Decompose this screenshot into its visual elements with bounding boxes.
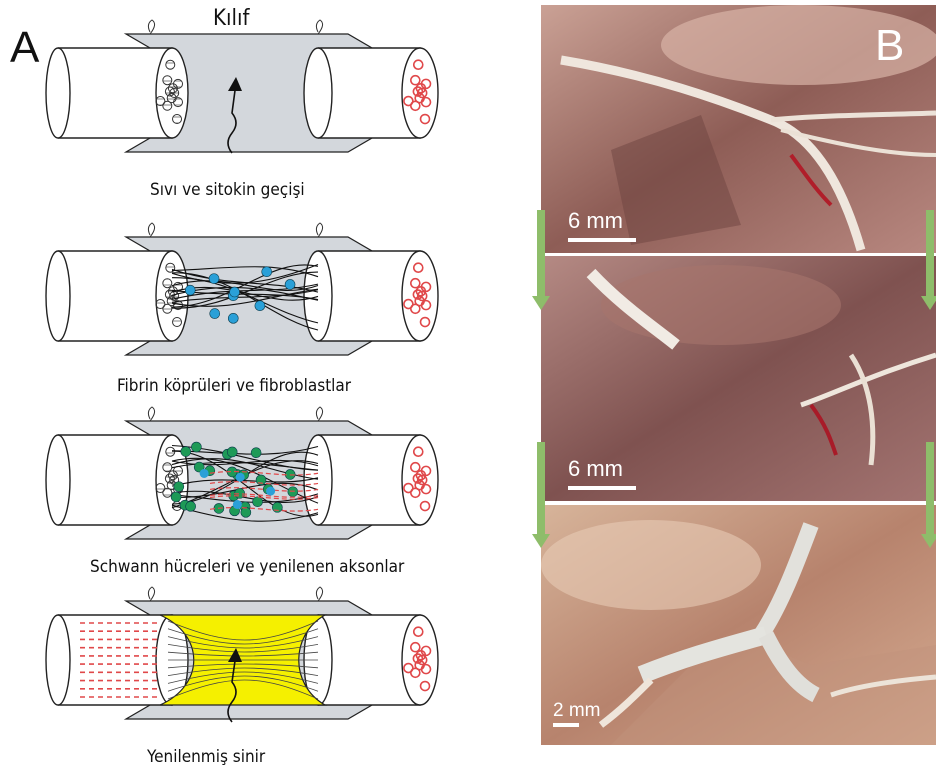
left-stump — [58, 251, 172, 341]
scalebar-2-bar — [568, 486, 636, 490]
schwann-cell — [241, 507, 251, 517]
gray-fascicle — [156, 97, 165, 106]
suture — [148, 223, 154, 237]
schwann-cell — [191, 442, 201, 452]
fibroblast-cell — [200, 469, 209, 478]
gray-fascicle — [174, 466, 183, 475]
gray-fascicle — [173, 115, 182, 124]
suture — [148, 20, 154, 34]
suture — [316, 587, 322, 601]
suture — [316, 223, 322, 237]
left-stump-end — [46, 435, 70, 525]
stage-3-caption: Schwann hücreleri ve yenilenen aksonlar — [90, 557, 404, 577]
schwann-cell — [186, 501, 196, 511]
fibroblast-cell — [209, 274, 219, 284]
fibroblast-cell — [210, 309, 220, 319]
fibroblast-cell — [228, 313, 238, 323]
panel-b-label: B — [875, 24, 904, 68]
tube-stage-3 — [46, 407, 438, 539]
tube-stage-1 — [46, 20, 438, 153]
fibroblast-cell — [185, 285, 195, 295]
scalebar-1-bar — [568, 238, 636, 242]
right-stump-inner — [304, 48, 332, 138]
left-stump-end — [46, 251, 70, 341]
schwann-cell — [253, 497, 263, 507]
gray-fascicle — [163, 279, 172, 288]
schwann-cell — [227, 447, 237, 457]
scalebar-3-bar — [553, 723, 579, 727]
scalebar-2-label: 6 mm — [568, 456, 623, 481]
gray-fascicle — [173, 318, 182, 327]
gray-fascicle — [163, 463, 172, 472]
panel-b-photos — [541, 5, 936, 745]
scalebar-3: 2 mm — [553, 700, 613, 734]
gray-fascicle — [166, 60, 175, 69]
scalebar-1: 6 mm — [568, 208, 643, 242]
stage-4-caption: Yenilenmiş sinir — [147, 747, 265, 767]
tube-stage-4 — [46, 587, 438, 722]
fibroblast-cell — [285, 279, 295, 289]
scalebar-2: 6 mm — [568, 456, 643, 490]
suture — [316, 20, 322, 34]
fibroblast-cell — [266, 487, 275, 496]
fibroblast-cell — [262, 267, 272, 277]
left-stump-end — [46, 615, 70, 705]
suture — [316, 407, 322, 421]
stage-2-caption: Fibrin köprüleri ve fibroblastlar — [117, 376, 351, 396]
left-stump — [58, 615, 172, 705]
schwann-cell — [181, 447, 191, 457]
fibroblast-cell — [230, 287, 240, 297]
left-stump-end — [46, 48, 70, 138]
tube-stage-2 — [46, 223, 438, 355]
left-stump — [58, 435, 172, 525]
schwann-cell — [174, 482, 184, 492]
gray-fascicle — [156, 300, 165, 309]
schwann-cell — [171, 492, 181, 502]
scalebar-1-label: 6 mm — [568, 208, 623, 233]
stage-1-caption: Sıvı ve sitokin geçişi — [150, 180, 305, 200]
suture — [148, 407, 154, 421]
left-stump — [58, 48, 172, 138]
gray-fascicle — [174, 79, 183, 88]
fibroblast-cell — [233, 500, 242, 509]
scalebar-3-label: 2 mm — [553, 700, 601, 721]
fibroblast-cell — [255, 301, 265, 311]
schwann-cell — [251, 448, 261, 458]
suture — [148, 587, 154, 601]
gray-fascicle — [163, 76, 172, 85]
gray-fascicle — [156, 484, 165, 493]
fibroblast-cell — [236, 473, 245, 482]
